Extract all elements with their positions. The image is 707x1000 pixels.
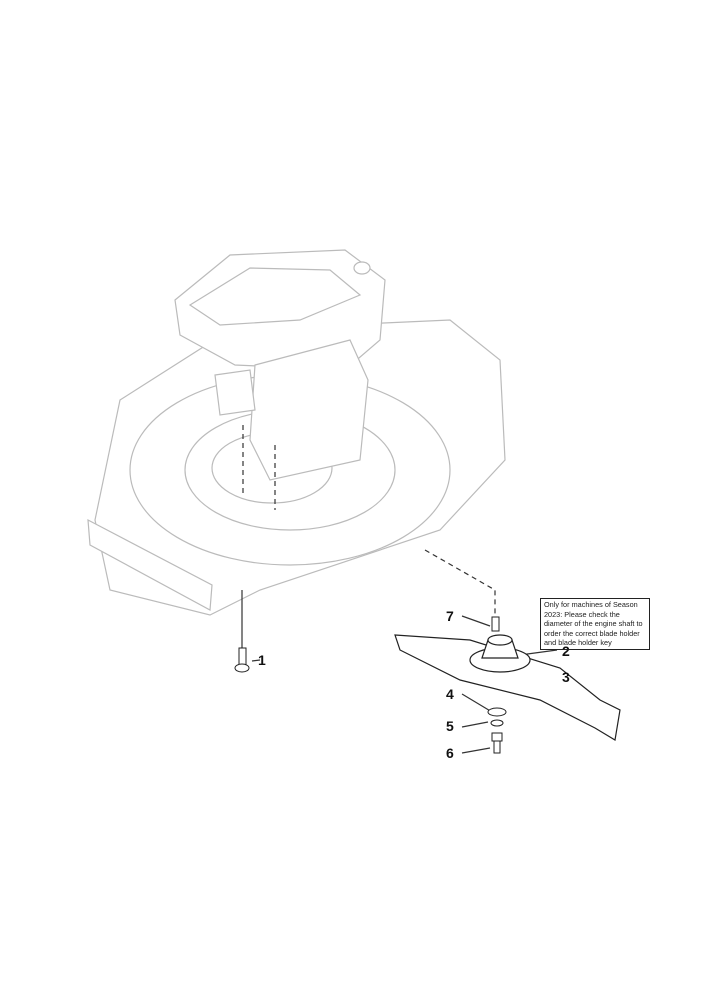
washer-4 [487, 707, 507, 717]
season-2023-note: Only for machines of Season 2023: Please… [540, 598, 650, 650]
key-7 [491, 616, 500, 632]
bolt-1 [234, 647, 250, 673]
washer-5 [490, 719, 504, 727]
bolt-6 [491, 732, 503, 754]
callout-7: 7 [446, 608, 454, 624]
callout-4: 4 [446, 686, 454, 702]
engine-ghost [174, 249, 386, 481]
callout-2: 2 [562, 643, 570, 659]
callout-6: 6 [446, 745, 454, 761]
callout-5: 5 [446, 718, 454, 734]
callout-1: 1 [258, 652, 266, 668]
blade-holder-2 [469, 634, 531, 673]
callout-3: 3 [562, 669, 570, 685]
